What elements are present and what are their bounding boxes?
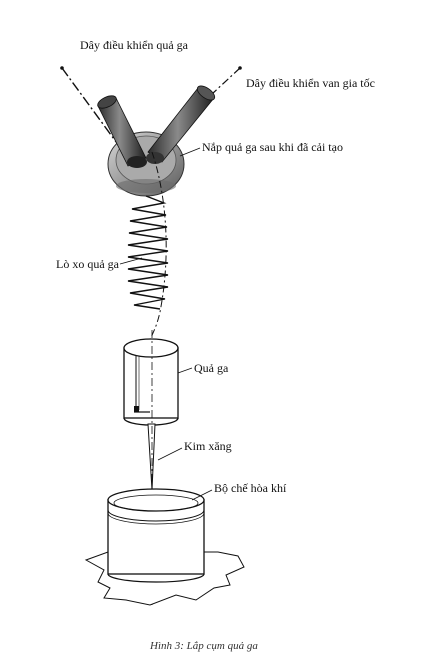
right-tube	[146, 85, 216, 164]
label-slide: Quả ga	[194, 361, 229, 375]
figure-caption: Hình 3: Lắp cụm quả ga	[150, 640, 258, 652]
label-carburetor: Bộ chế hòa khí	[214, 481, 287, 495]
label-needle: Kim xăng	[184, 439, 232, 453]
label-accel-valve-cable: Dây điều khiển van gia tốc	[246, 76, 375, 90]
throttle-cable-line	[61, 67, 123, 151]
slide-cylinder	[123, 338, 179, 426]
label-throttle-cable: Dây điều khiển quả ga	[80, 38, 188, 52]
needle	[147, 423, 156, 491]
left-tube	[97, 95, 147, 168]
label-modified-cap: Nắp quả ga sau khi đã cải tạo	[202, 140, 343, 154]
spring	[127, 195, 169, 310]
carburetor-body	[107, 488, 205, 583]
accel-cable-line	[211, 67, 241, 95]
label-spring: Lò xo quả ga	[56, 257, 119, 271]
